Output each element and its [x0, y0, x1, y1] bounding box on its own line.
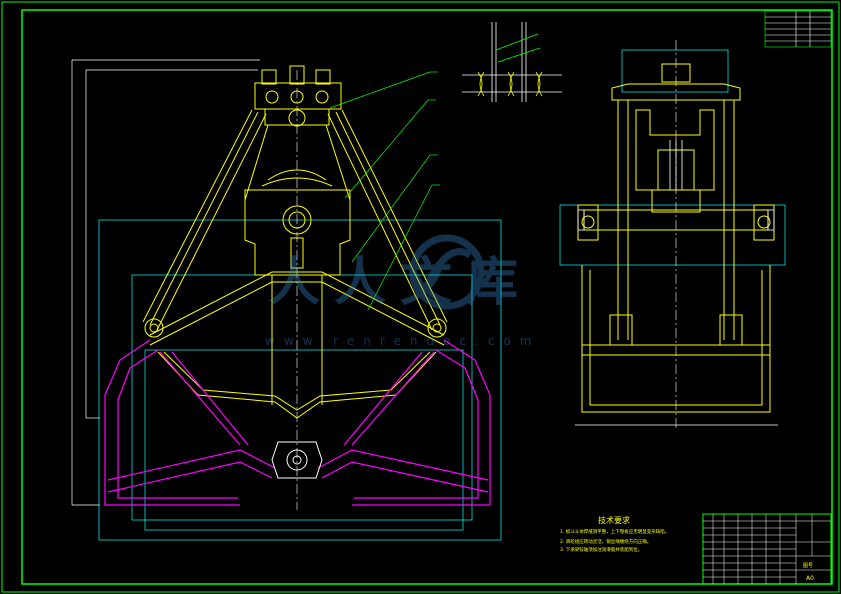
watermark-text: 人人文库: [268, 253, 532, 313]
side-view: [559, 40, 786, 430]
inner-frame: [21, 9, 833, 585]
sheet-size-label: A0: [806, 575, 814, 582]
tech-req-line-1: 1. 抓斗斗体焊缝须平整，上下颚板应无明显变形缺陷。: [560, 528, 669, 535]
title-block: 图号 A0: [702, 513, 832, 585]
tech-req-line-2: 2. 滑轮组应转动灵活，钢丝绳缠绕方向正确。: [560, 538, 651, 545]
watermark: 人人文库 www.renrendoc.com: [265, 234, 540, 348]
drawing-number-label: 图号: [803, 563, 813, 569]
watermark-url: www.renrendoc.com: [265, 334, 540, 348]
front-view: [71, 59, 502, 541]
technical-requirements: 技术要求 1. 抓斗斗体焊缝须平整，上下颚板应无明显变形缺陷。 2. 滑轮组应转…: [560, 515, 669, 553]
tech-req-line-3: 3. 下承梁铰轴须加注润滑脂并装配到位。: [560, 546, 642, 553]
watermark-logo-icon: [409, 234, 485, 310]
detail-view: [462, 22, 562, 102]
top-right-block: [764, 10, 832, 48]
tech-req-title: 技术要求: [598, 515, 630, 525]
